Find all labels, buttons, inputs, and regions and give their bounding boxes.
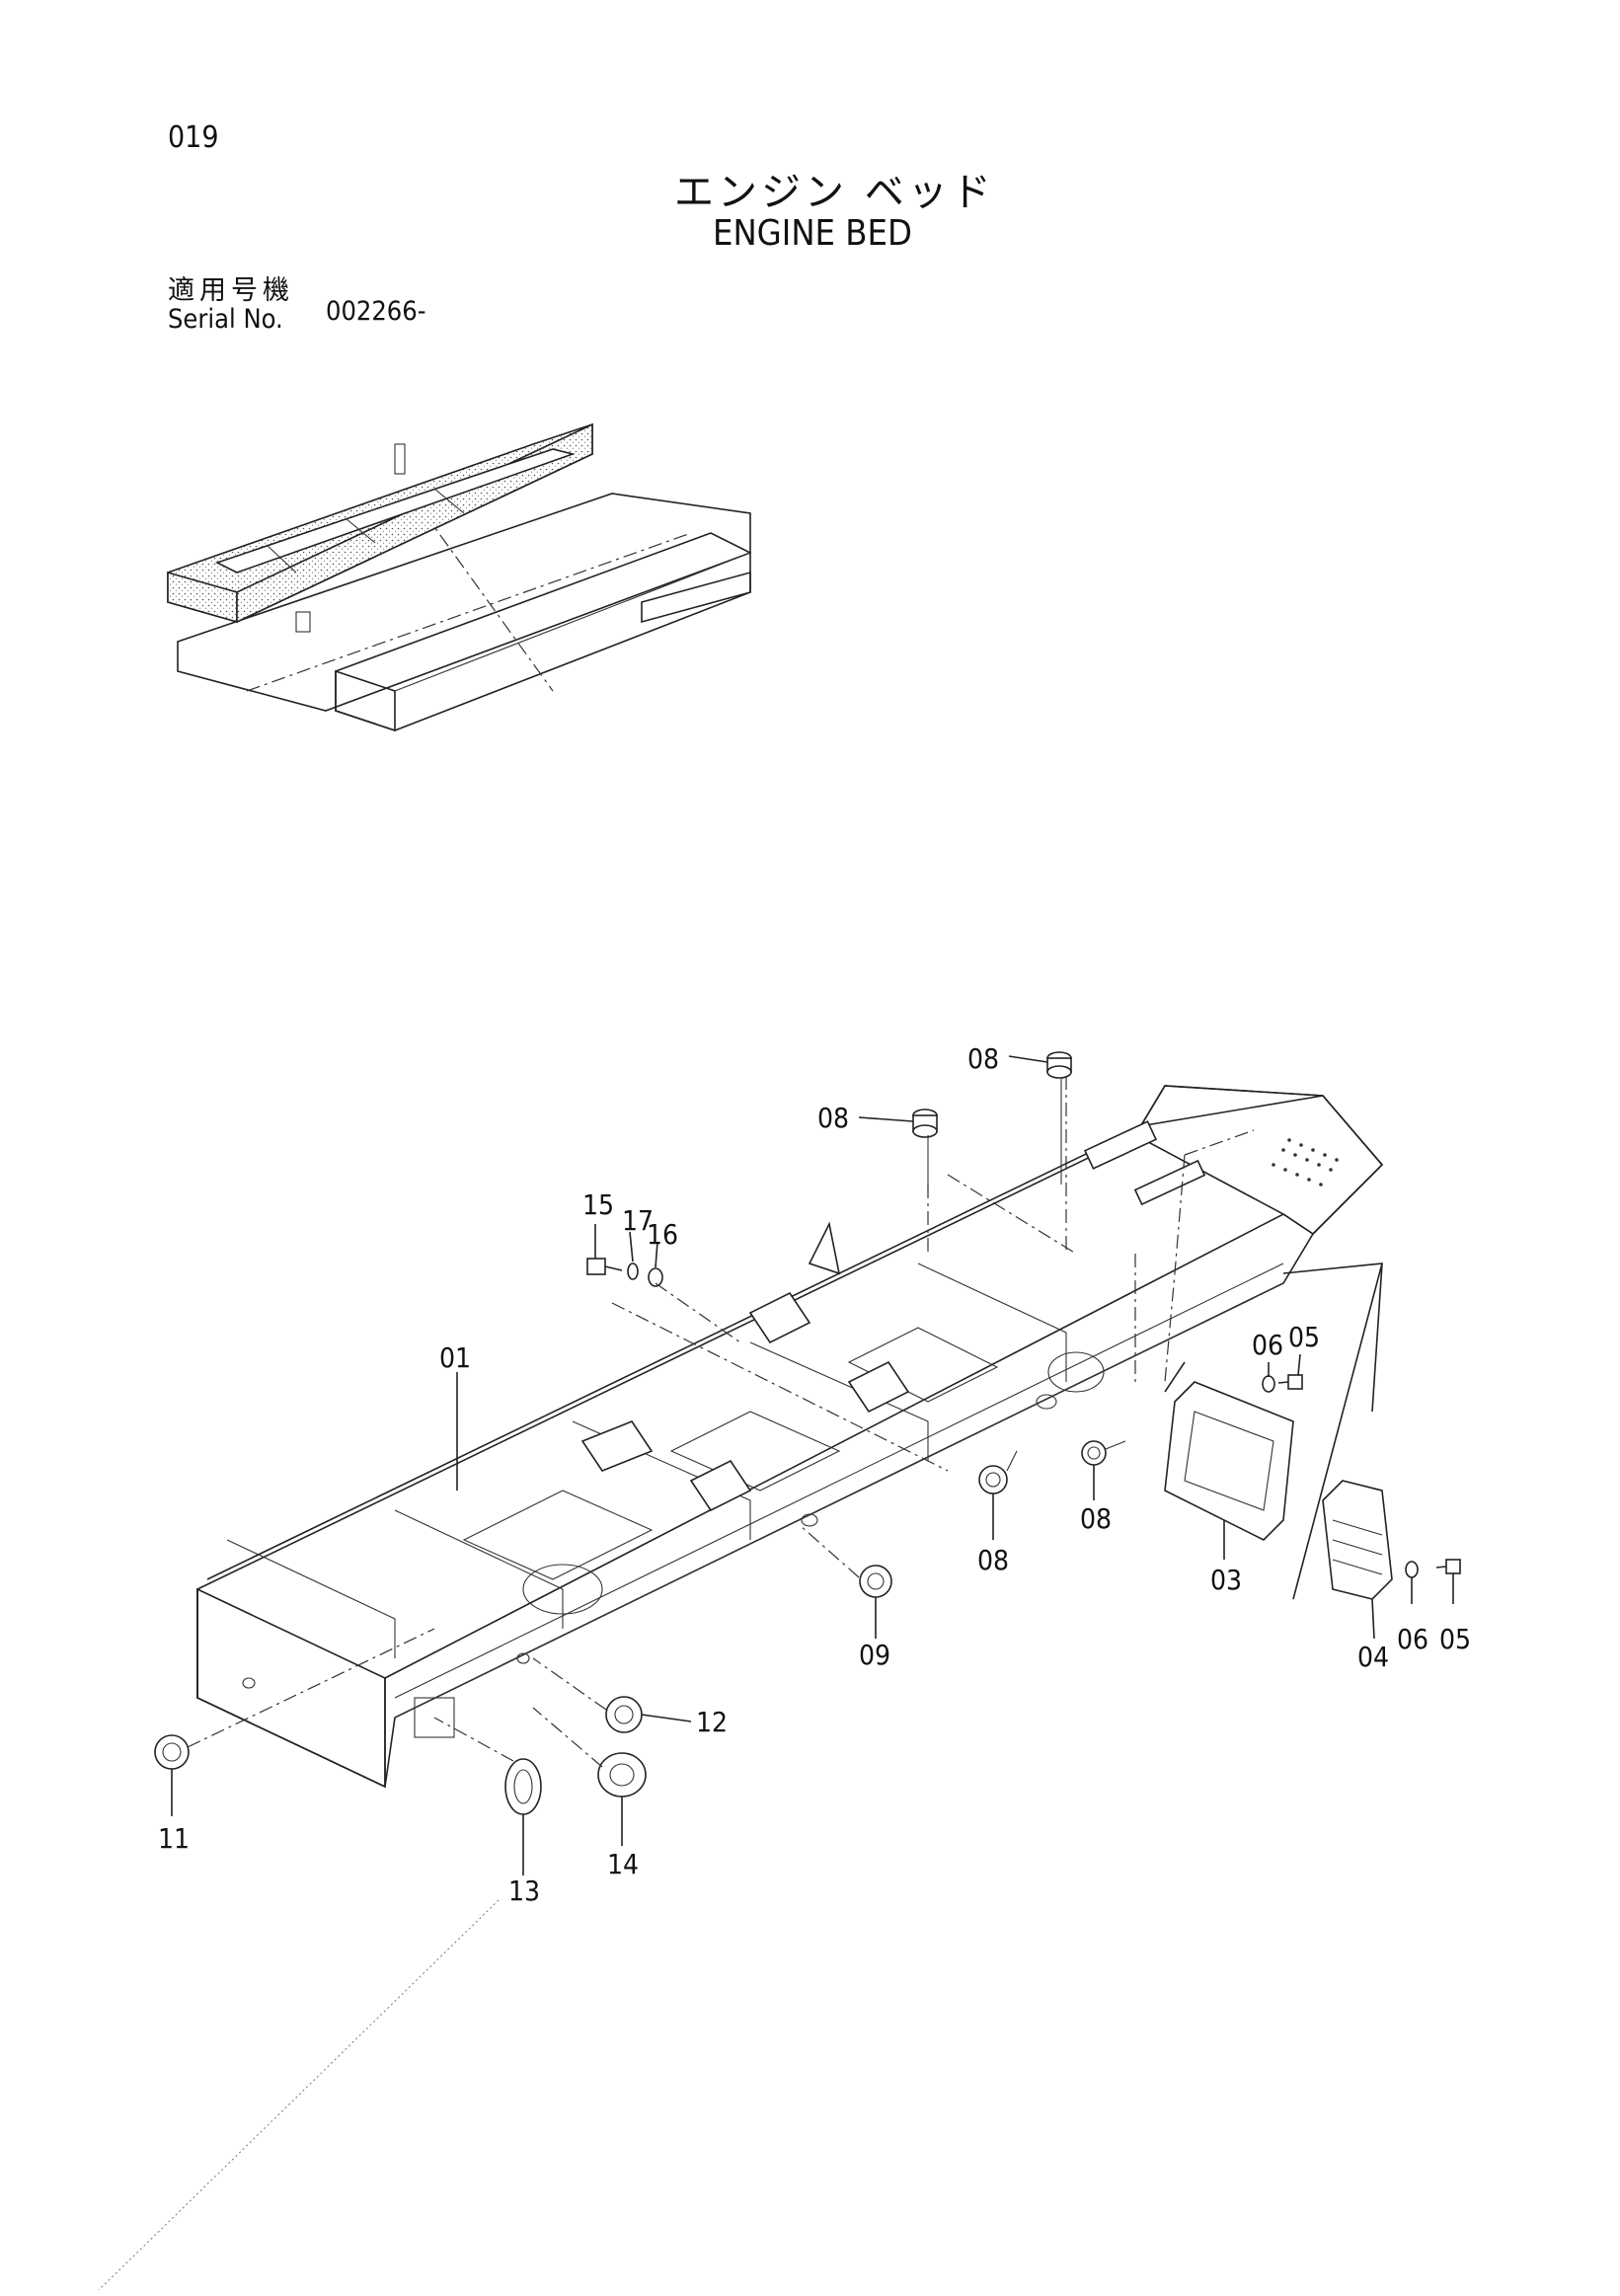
callout-11: 11 <box>158 1822 190 1855</box>
washer-16 <box>648 1267 663 1287</box>
callout-09: 09 <box>859 1639 890 1671</box>
callout-01: 01 <box>439 1341 471 1374</box>
grommet-08-middle <box>978 1465 1008 1494</box>
callout-08: 08 <box>1080 1502 1112 1535</box>
callout-13: 13 <box>508 1875 540 1907</box>
callout-17: 17 <box>622 1204 654 1237</box>
callout-08: 08 <box>977 1544 1009 1576</box>
page-number: 019 <box>168 120 219 155</box>
callout-08: 08 <box>817 1102 849 1134</box>
callout-05: 05 <box>1439 1623 1471 1655</box>
callout-15: 15 <box>582 1188 614 1221</box>
overview-illustration <box>167 422 751 732</box>
perforated-panel <box>1272 1138 1339 1186</box>
grommet-08-top-left <box>912 1109 938 1138</box>
washer-06-lower <box>1405 1561 1419 1578</box>
callout-06: 06 <box>1252 1329 1283 1361</box>
bolt-15 <box>586 1258 623 1275</box>
serial-number-value: 002266- <box>326 296 426 327</box>
callout-04: 04 <box>1357 1641 1389 1673</box>
callout-16: 16 <box>647 1218 678 1251</box>
page-title: ENGINE BED <box>713 213 912 254</box>
callout-03: 03 <box>1210 1564 1242 1596</box>
engine-bed-frame <box>196 1076 1393 1789</box>
callout-12: 12 <box>696 1706 728 1738</box>
callout-08: 08 <box>967 1042 999 1075</box>
grommet-14 <box>597 1752 647 1798</box>
applicable-model-label: 適用号機 <box>168 275 294 306</box>
page-title-japanese: エンジン ベッド <box>674 170 995 215</box>
grommet-11 <box>154 1734 190 1770</box>
callout-labels: 08 08 15 17 16 01 06 05 08 08 03 09 04 0… <box>158 1042 1471 1907</box>
screw-05-lower <box>1435 1559 1461 1574</box>
grommet-13 <box>504 1758 542 1815</box>
callout-06: 06 <box>1397 1623 1428 1655</box>
screw-05-upper <box>1277 1374 1303 1390</box>
washer-17 <box>627 1263 639 1280</box>
grommet-09 <box>859 1565 892 1598</box>
grommet-08-top-right <box>1046 1051 1072 1079</box>
leader-lines <box>98 1055 1454 2291</box>
grommet-08-right <box>1081 1440 1107 1466</box>
callout-05: 05 <box>1288 1321 1320 1353</box>
washer-06-upper <box>1262 1375 1275 1393</box>
grommet-12 <box>605 1696 643 1733</box>
callout-14: 14 <box>607 1848 639 1880</box>
serial-number-label: Serial No. <box>168 304 283 335</box>
